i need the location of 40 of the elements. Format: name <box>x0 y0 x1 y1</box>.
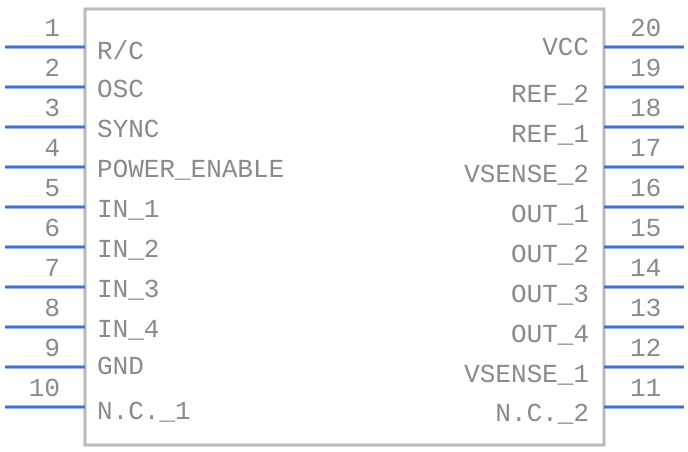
pin-number: 3 <box>44 95 60 123</box>
pin-number: 7 <box>44 255 60 283</box>
pin-name: GND <box>97 353 144 381</box>
pin-name: OUT_3 <box>510 281 589 309</box>
pin-name: VSENSE_1 <box>464 361 589 389</box>
pin-name: OUT_1 <box>510 201 589 229</box>
pin-number: 6 <box>44 215 60 243</box>
pin-name: REF_2 <box>510 81 589 109</box>
pin-name: VCC <box>542 34 589 62</box>
pin-name: IN_2 <box>97 236 160 264</box>
pin-number: 13 <box>630 295 662 323</box>
pin-name: POWER_ENABLE <box>97 156 284 184</box>
pin-name: SYNC <box>97 116 160 144</box>
pin-number: 9 <box>44 335 60 363</box>
pin-name: IN_3 <box>97 276 160 304</box>
pin-number: 11 <box>630 375 662 403</box>
pin-number: 1 <box>44 15 60 43</box>
pin-name: OUT_4 <box>510 321 589 349</box>
pin-name: N.C._1 <box>97 398 191 426</box>
pin-name: OSC <box>97 76 144 104</box>
pin-name: REF_1 <box>510 121 589 149</box>
pin-number: 15 <box>630 215 662 243</box>
pin-number: 18 <box>630 95 662 123</box>
pin-name: IN_1 <box>97 196 160 224</box>
pin-number: 2 <box>44 55 60 83</box>
pin-number: 16 <box>630 175 662 203</box>
pin-number: 19 <box>630 55 662 83</box>
pin-number: 17 <box>630 135 662 163</box>
pin-name: R/C <box>97 38 144 66</box>
pin-name: N.C._2 <box>495 400 589 428</box>
pin-number: 5 <box>44 175 60 203</box>
pin-name: OUT_2 <box>510 241 589 269</box>
pin-name: IN_4 <box>97 316 160 344</box>
pin-number: 8 <box>44 295 60 323</box>
pin-number: 4 <box>44 135 60 163</box>
pin-number: 20 <box>630 15 662 43</box>
pin-number: 10 <box>28 375 60 403</box>
pin-number: 14 <box>630 255 662 283</box>
pin-number: 12 <box>630 335 662 363</box>
pin-name: VSENSE_2 <box>464 161 589 189</box>
